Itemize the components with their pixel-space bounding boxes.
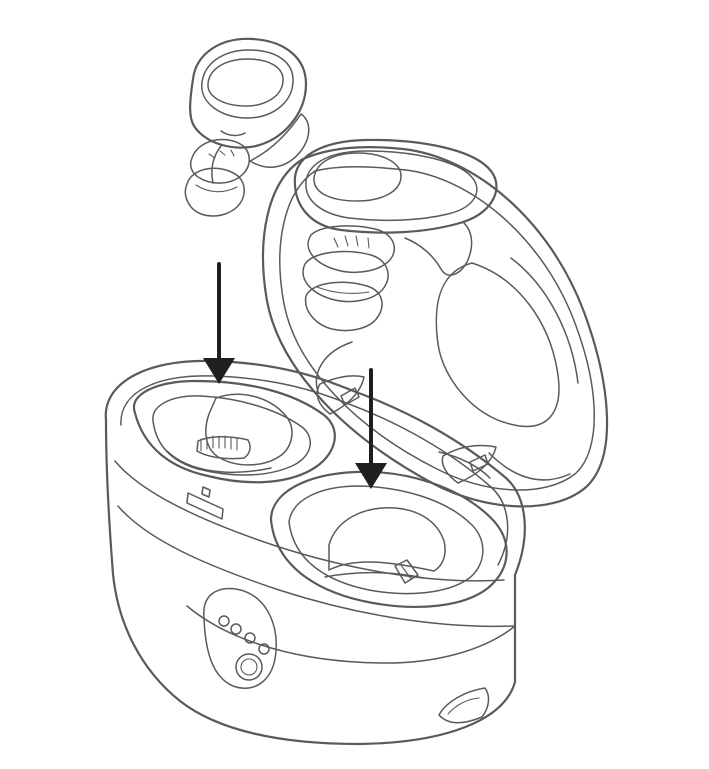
charging-case	[104, 359, 526, 746]
case-lid	[261, 146, 609, 508]
charging-port-icon	[438, 687, 490, 724]
insert-arrow-left-icon	[203, 262, 235, 384]
insert-arrow-right-icon	[355, 368, 387, 489]
battery-indicator-dots	[218, 615, 270, 655]
earbud-left-icon	[184, 37, 310, 217]
power-button-icon	[235, 653, 263, 681]
left-charging-well	[132, 379, 336, 484]
earbud-right-icon	[293, 138, 498, 332]
right-charging-well	[269, 470, 508, 608]
case-controls	[218, 615, 490, 724]
